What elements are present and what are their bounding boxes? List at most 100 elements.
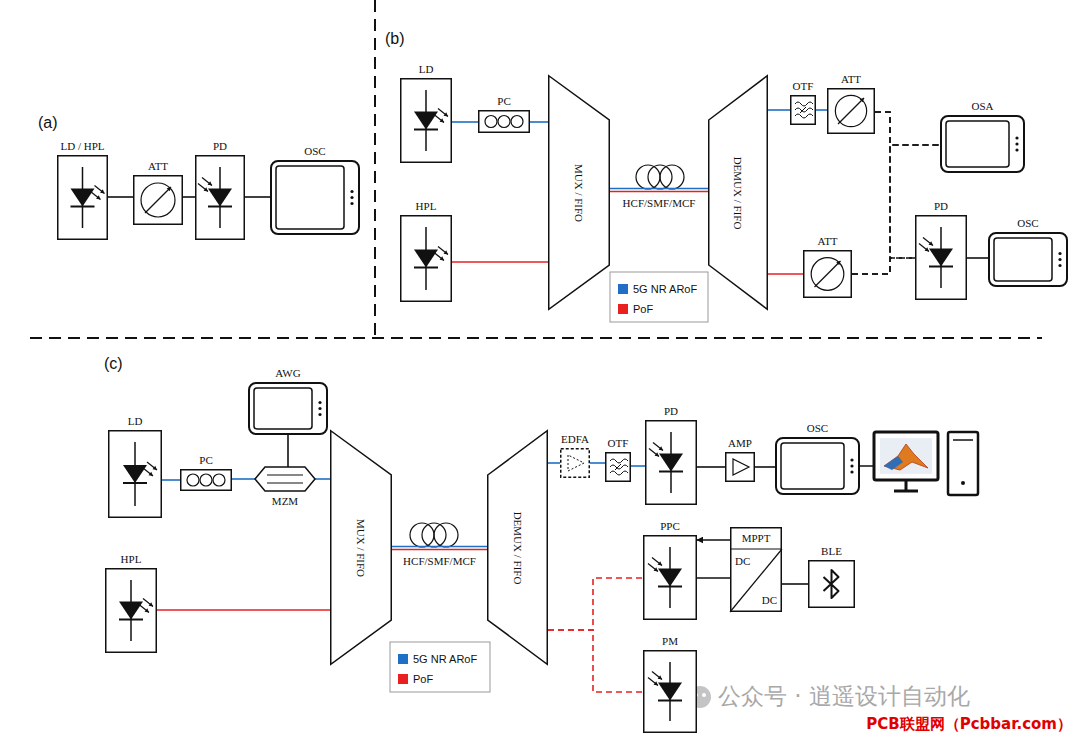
- instrument-knob: [1015, 136, 1018, 139]
- connector-line: [392, 549, 487, 551]
- diode-symbol: [929, 249, 953, 267]
- node-label: AMP: [728, 437, 752, 449]
- node-label: PC: [199, 454, 212, 466]
- edge-label: HCF/SMF/MCF: [401, 555, 478, 567]
- modulator-arm: [267, 475, 303, 476]
- instrument-screen: [276, 166, 344, 229]
- monitor-screen: [880, 438, 932, 474]
- monitor-stand: [894, 490, 918, 493]
- filter-symbol: [800, 107, 806, 113]
- divider: [730, 548, 782, 549]
- diode-symbol: [659, 471, 683, 473]
- box-outline: [134, 176, 183, 225]
- node-label: OSC: [304, 145, 325, 157]
- shape-outline: [560, 448, 590, 478]
- connector: [755, 467, 775, 468]
- node-label: ATT: [148, 160, 168, 172]
- connector: [768, 274, 803, 275]
- line-art: [925, 247, 929, 251]
- filter-symbol: [795, 102, 813, 106]
- node-label: DEMUX / FIFO: [511, 511, 523, 584]
- legend-box: [610, 272, 708, 322]
- node-label: LD: [128, 415, 143, 427]
- diode-symbol: [414, 129, 438, 131]
- bluetooth-symbol: [824, 570, 839, 598]
- connector-line: [610, 188, 708, 190]
- dc-dc-box: MPPTDCDC: [730, 527, 782, 612]
- connector-line: [631, 465, 645, 467]
- edge-label: HCF/SMF/MCF: [621, 197, 698, 209]
- node-label: MUX / FIFO: [573, 163, 585, 221]
- line-art: [153, 466, 157, 470]
- instrument-knob: [850, 470, 853, 473]
- laser-box: HPL: [105, 568, 157, 653]
- node-label: ATT: [841, 73, 861, 85]
- node-label: PD: [664, 405, 678, 417]
- shape-outline: [57, 155, 108, 240]
- shape-outline: [790, 95, 816, 125]
- monitor-stand: [905, 480, 908, 490]
- spectrum-analyzer: OSA: [940, 115, 1025, 173]
- filter-symbol: [615, 464, 621, 470]
- shape-outline: [248, 382, 328, 435]
- instrument-case: [271, 161, 359, 234]
- diode-symbol: [658, 569, 682, 587]
- shape-outline: [255, 467, 315, 491]
- line-art: [659, 446, 663, 450]
- panel-divider: [30, 337, 1042, 339]
- legend-text: PoF: [413, 673, 433, 685]
- connector: [530, 122, 548, 123]
- shape-outline: [400, 215, 452, 302]
- connector: [875, 112, 915, 258]
- photodiode-box: PD: [195, 155, 245, 240]
- connector-line: [697, 539, 730, 541]
- demux-trapezoid: DEMUX / FIFO: [708, 75, 768, 310]
- line-art: [838, 98, 864, 124]
- laser-box: HPL: [400, 215, 452, 302]
- photodiode-box: PD: [645, 420, 697, 505]
- instrument-knob: [1058, 252, 1061, 255]
- box-outline: [58, 156, 108, 240]
- connector-line: [755, 466, 775, 468]
- shape-outline: [270, 160, 360, 235]
- connector: [967, 258, 988, 259]
- demux-trapezoid: DEMUX / FIFO: [487, 430, 548, 665]
- shape-outline: [808, 560, 855, 608]
- connector-line: [452, 261, 548, 263]
- diode-symbol: [119, 619, 143, 621]
- diode-symbol: [71, 206, 95, 208]
- line-art: [100, 189, 104, 193]
- connector: [782, 584, 808, 585]
- legend-swatch: [398, 654, 408, 664]
- filter-box: OTF: [790, 95, 816, 125]
- line-art: [145, 187, 171, 213]
- node-label: OSA: [971, 100, 993, 112]
- line-art: [198, 184, 208, 192]
- node-label: EDFA: [561, 433, 589, 445]
- line-art: [149, 472, 153, 476]
- panel-label: (b): [385, 30, 405, 48]
- power-converter-box: PPC: [643, 535, 697, 620]
- connector-line: [768, 109, 790, 111]
- connector: [452, 122, 478, 123]
- modulator-arm: [267, 483, 303, 484]
- line-art: [654, 567, 658, 571]
- instrument-screen: [946, 121, 1009, 167]
- filter-symbol: [610, 471, 628, 475]
- node-label: BLE: [821, 545, 842, 557]
- connector-line: [315, 478, 330, 480]
- connector: [875, 112, 940, 145]
- box-outline: [401, 216, 452, 302]
- line-art: [648, 678, 658, 686]
- connector: [315, 479, 330, 480]
- software-logo: [884, 444, 928, 470]
- instrument-screen: [994, 238, 1052, 281]
- instrument-knob: [850, 458, 853, 461]
- shape-outline: [195, 155, 245, 240]
- line-art: [143, 599, 153, 607]
- instrument-knob: [1058, 264, 1061, 267]
- line-art: [815, 261, 841, 287]
- connector: [768, 110, 790, 111]
- shape-outline: [803, 250, 852, 298]
- converter-diagonal: [730, 549, 782, 612]
